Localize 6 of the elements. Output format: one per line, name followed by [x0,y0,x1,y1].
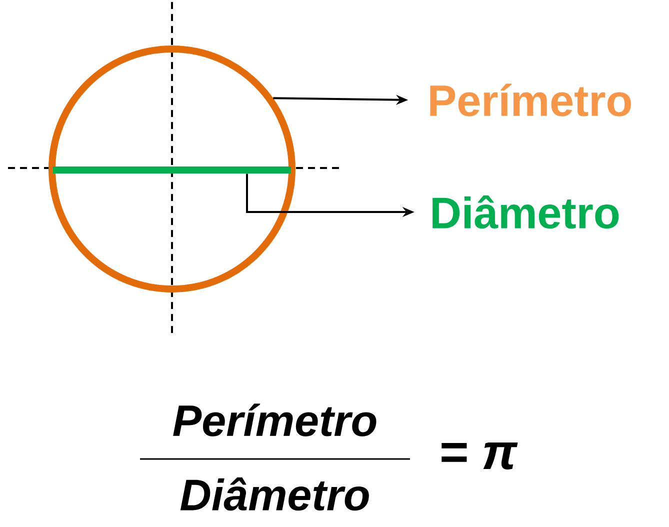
equals-pi: = π [442,442,518,470]
label-text: Perímetro [430,84,631,116]
label-text: Diâmetro [432,195,619,229]
fraction-numerator: Perímetro [173,404,376,436]
circle [48,46,296,292]
fraction-denominator: Diâmetro [180,477,369,511]
